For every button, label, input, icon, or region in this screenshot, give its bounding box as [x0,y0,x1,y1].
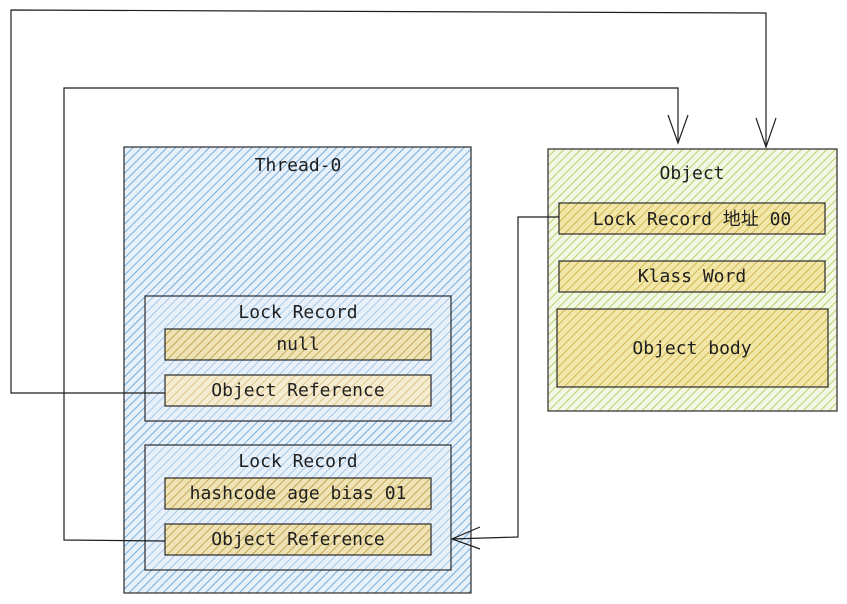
object-body [556,308,829,388]
object-box: Object Lock Record 地址 00 Klass Word Obje… [547,148,838,412]
lock-record-2: Lock Record hashcode age bias 01 Object … [144,444,452,571]
arrow-ref2-to-object [63,87,679,542]
object-mark-word-label: Lock Record 地址 00 [593,209,792,230]
lock-record-1-title: Lock Record [238,302,357,323]
lock-record-1-ref-field [164,374,432,407]
object-klass-word [558,260,826,293]
lock-record-1-null-label: null [276,334,319,355]
arrow-head-markword [450,526,481,550]
lock-record-1-null-field [164,328,432,361]
object-mark-word [558,202,826,235]
lock-record-2-hash-field [164,477,432,510]
lock-record-1-ref-label: Object Reference [211,380,384,401]
object-body-label: Object body [632,338,751,359]
arrow-head-ref1 [755,117,777,149]
arrow-ref1-to-object [10,9,767,394]
reference-arrows [10,9,777,550]
lock-record-2-title: Lock Record [238,451,357,472]
thread-title: Thread-0 [255,155,342,176]
object-klass-word-label: Klass Word [638,266,746,287]
lock-record-2-ref-field [164,523,432,556]
lock-record-2-ref-label: Object Reference [211,529,384,550]
arrow-markword-to-record [451,216,559,540]
lock-record-2-hash-label: hashcode age bias 01 [190,483,407,504]
arrow-head-ref2 [667,114,689,145]
lock-record-1: Lock Record null Object Reference [144,295,452,422]
object-title: Object [659,163,724,184]
